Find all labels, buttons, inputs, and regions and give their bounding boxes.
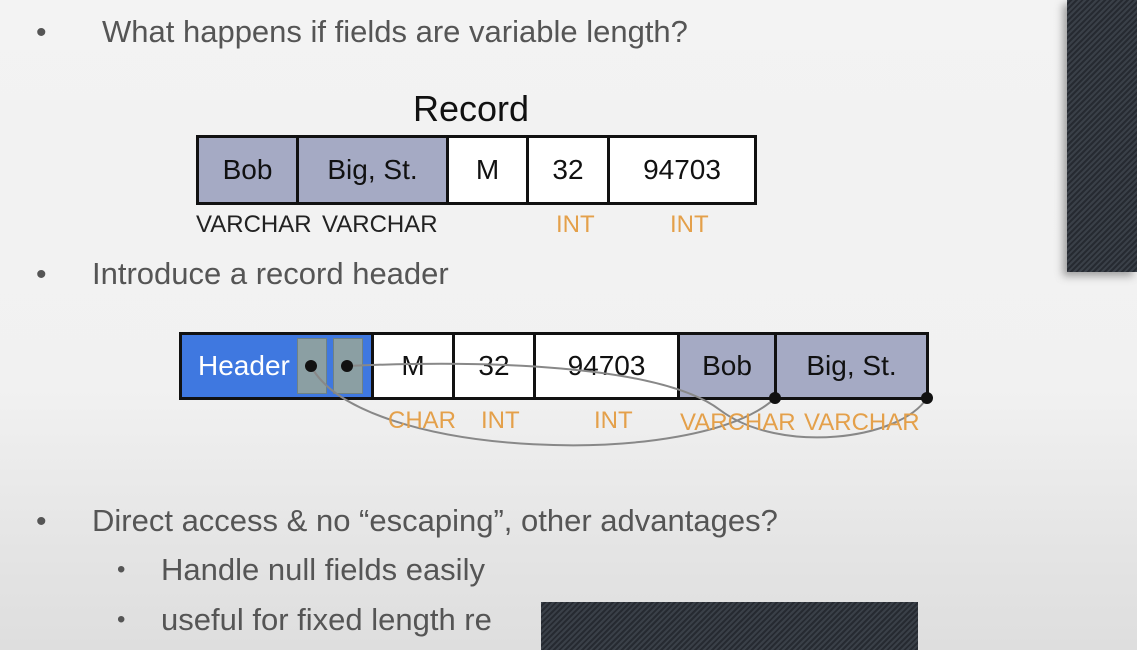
record2-type-age: INT [481, 407, 520, 434]
record2-cell-zip: 94703 [533, 332, 680, 400]
sub-bullet-marker: • [117, 606, 126, 633]
header-pointer-dot-2 [341, 360, 353, 372]
redaction-overlay-bottom [541, 602, 918, 650]
record1-cell-gender: M [446, 135, 529, 205]
sub-bullet-text-fixed-length: useful for fixed length re [161, 602, 492, 637]
bullet-marker: • [36, 16, 47, 49]
record2-cell-address: Big, St. [774, 332, 929, 400]
record1-type-zip: INT [670, 211, 709, 238]
bullet-marker: • [36, 258, 47, 291]
sub-bullet-text-null-fields: Handle null fields easily [161, 552, 485, 587]
record1-cell-zip: 94703 [607, 135, 757, 205]
bullet-text-variable-length: What happens if fields are variable leng… [102, 14, 688, 49]
bullet-text-advantages: Direct access & no “escaping”, other adv… [92, 503, 778, 538]
header-pointer-dot-1 [305, 360, 317, 372]
record1-type-name: VARCHAR [196, 211, 312, 238]
bullet-text-record-header: Introduce a record header [92, 256, 449, 291]
redaction-overlay-right [1067, 0, 1137, 272]
record2-type-zip: INT [594, 407, 633, 434]
record2-type-address: VARCHAR [804, 409, 920, 436]
record2-cell-age: 32 [452, 332, 536, 400]
record2-type-gender: CHAR [388, 407, 457, 434]
sub-bullet-marker: • [117, 556, 126, 583]
record1-cell-name: Bob [196, 135, 299, 205]
bullet-marker: • [36, 505, 47, 538]
record1-type-address: VARCHAR [322, 211, 438, 238]
record2-type-name: VARCHAR [680, 409, 796, 436]
address-field-offset-dot [921, 392, 933, 404]
record-title: Record [413, 88, 530, 129]
record1-cell-address: Big, St. [296, 135, 449, 205]
record1-type-age: INT [556, 211, 595, 238]
name-field-offset-dot [769, 392, 781, 404]
record2-header-label: Header [198, 350, 290, 381]
record2-cell-name: Bob [677, 332, 777, 400]
record1-cell-age: 32 [526, 135, 610, 205]
record2-cell-gender: M [371, 332, 455, 400]
